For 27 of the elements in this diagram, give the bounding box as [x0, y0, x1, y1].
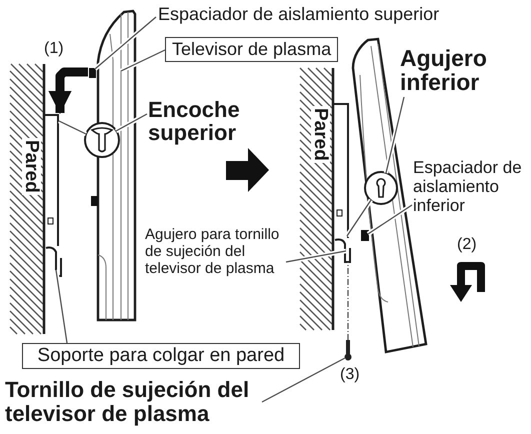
- step-number: (1): [44, 40, 64, 58]
- callout-label: Espaciador de aislamiento inferior: [413, 158, 529, 215]
- step-number: (2): [457, 236, 477, 254]
- wall-bracket: [44, 114, 62, 277]
- callout-label: Espaciador de aislamiento superior: [158, 4, 440, 25]
- leader-line: [94, 16, 156, 70]
- leader-line: [286, 250, 346, 263]
- callout-label: Soporte para colgar en pared: [22, 343, 300, 369]
- screw-axis-line: [347, 262, 349, 340]
- callout-label: Tornillo de sujeción del televisor de plasma: [5, 378, 260, 426]
- wall-label: Pared: [22, 138, 41, 195]
- leader-line: [120, 49, 166, 72]
- notch-detail-circle: [84, 122, 120, 158]
- wall-label: Pared: [311, 106, 330, 163]
- tv-side-view: [91, 10, 136, 322]
- wall-bracket: [333, 103, 351, 263]
- direction-arrow: [48, 68, 88, 114]
- spacer-block: [89, 68, 96, 78]
- callout-label: Encoche superior: [148, 98, 240, 144]
- leader-line: [116, 113, 148, 132]
- step-number: (3): [340, 366, 360, 384]
- leader-line: [262, 357, 346, 403]
- callout-label: Agujero para tornillo de sujeción del televisor de plasma: [145, 226, 285, 277]
- screw: [344, 340, 352, 360]
- callout-label: Televisor de plasma: [165, 37, 338, 62]
- leader-line: [55, 270, 68, 344]
- leader-line: [58, 120, 86, 135]
